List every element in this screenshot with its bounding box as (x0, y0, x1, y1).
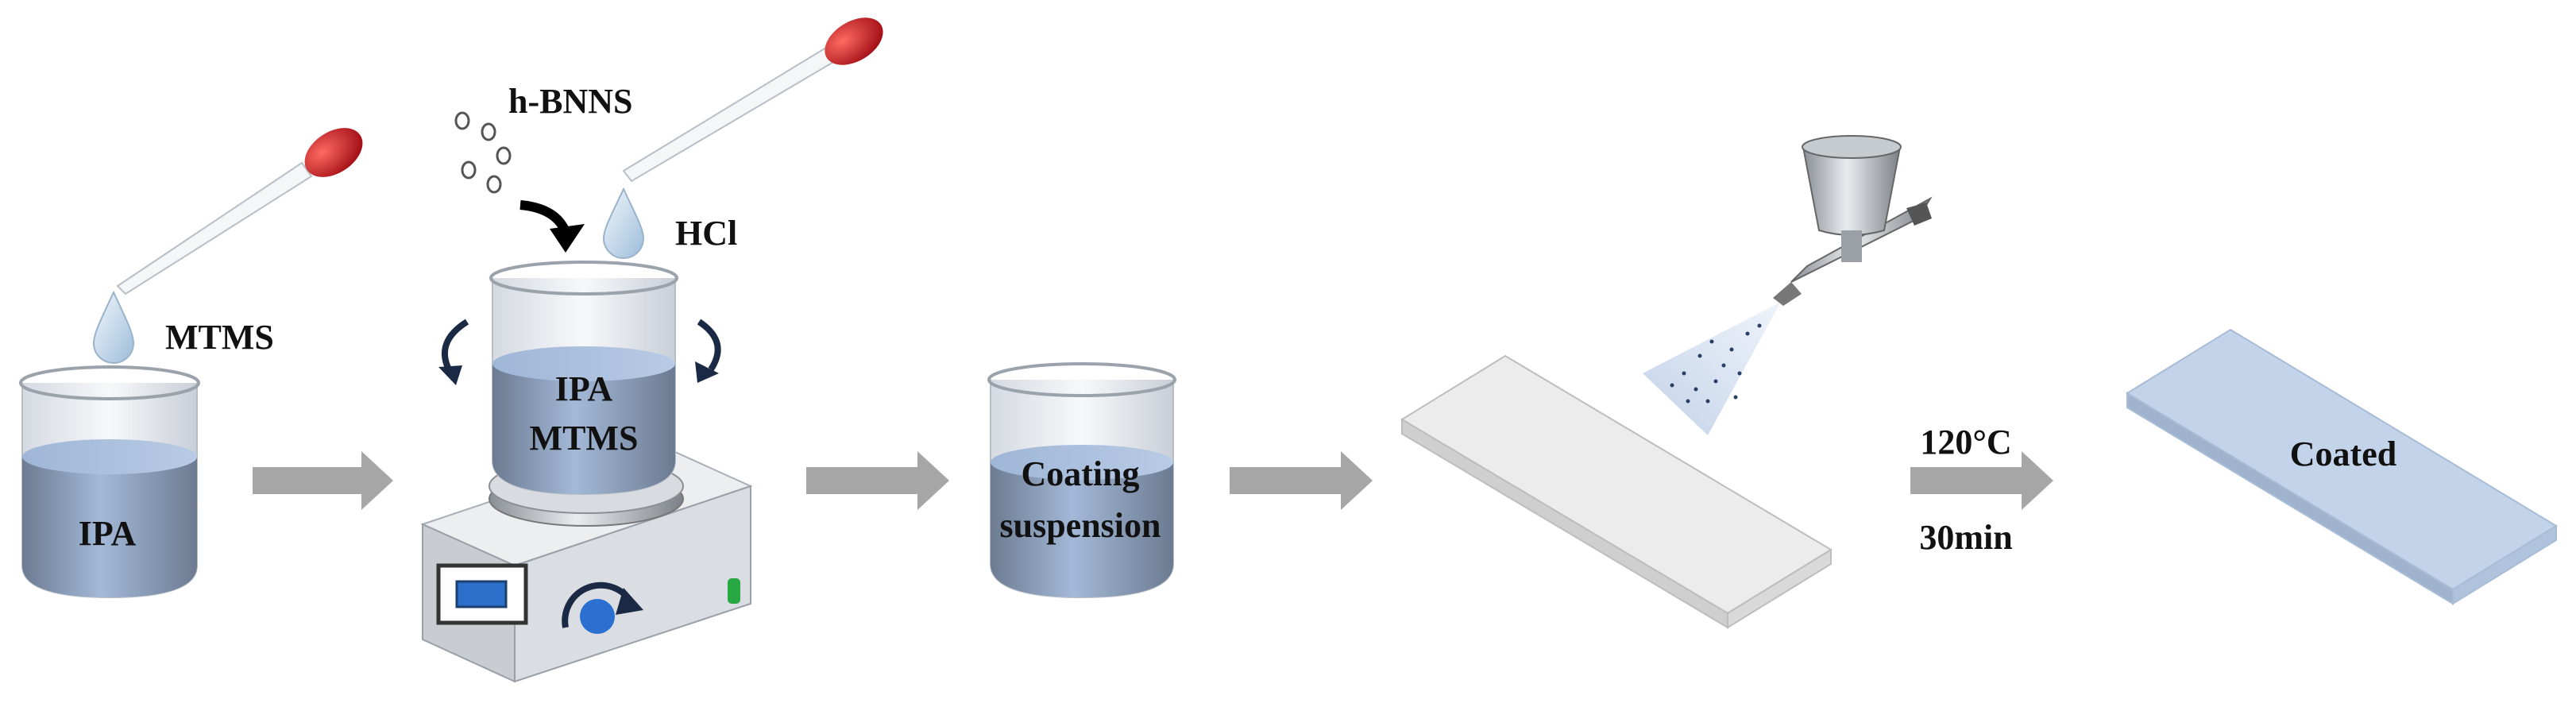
arrow-2-icon (806, 451, 949, 510)
coated-substrate-icon (2126, 328, 2558, 605)
stir-arrow-left-icon (438, 319, 469, 385)
label-coated: Coated (2289, 435, 2397, 473)
label-ipa: IPA (78, 514, 137, 553)
label-time: 30min (1919, 518, 2013, 557)
arrow-1-icon (253, 451, 393, 510)
label-mtms: MTMS (165, 318, 274, 357)
arrow-4-icon (1910, 451, 2053, 510)
arrow-3-icon (1230, 451, 1373, 510)
pipette-hcl-icon (622, 17, 883, 183)
beaker-ipa-icon (19, 365, 200, 599)
label-mtms-mix: MTMS (529, 419, 639, 458)
droplet-hcl-icon (602, 187, 645, 259)
label-suspension: suspension (999, 506, 1161, 545)
label-temperature: 120°C (1920, 423, 2012, 462)
spray-gun-icon (1773, 135, 1933, 306)
beaker-coating-suspension-icon (987, 362, 1176, 599)
beaker-ipa-mtms-icon (489, 261, 678, 496)
label-coating: Coating (1021, 454, 1140, 493)
label-hcl: HCl (675, 214, 738, 253)
label-h-bnns: h-BNNS (508, 82, 633, 121)
stir-arrow-right-icon (695, 319, 721, 383)
spray-cone-icon (1643, 302, 1781, 435)
pipette-mtms-icon (116, 128, 363, 295)
particles-icon (454, 111, 512, 194)
droplet-mtms-icon (92, 290, 135, 364)
label-ipa-mix: IPA (554, 369, 613, 408)
substrate-icon (1400, 354, 1833, 629)
